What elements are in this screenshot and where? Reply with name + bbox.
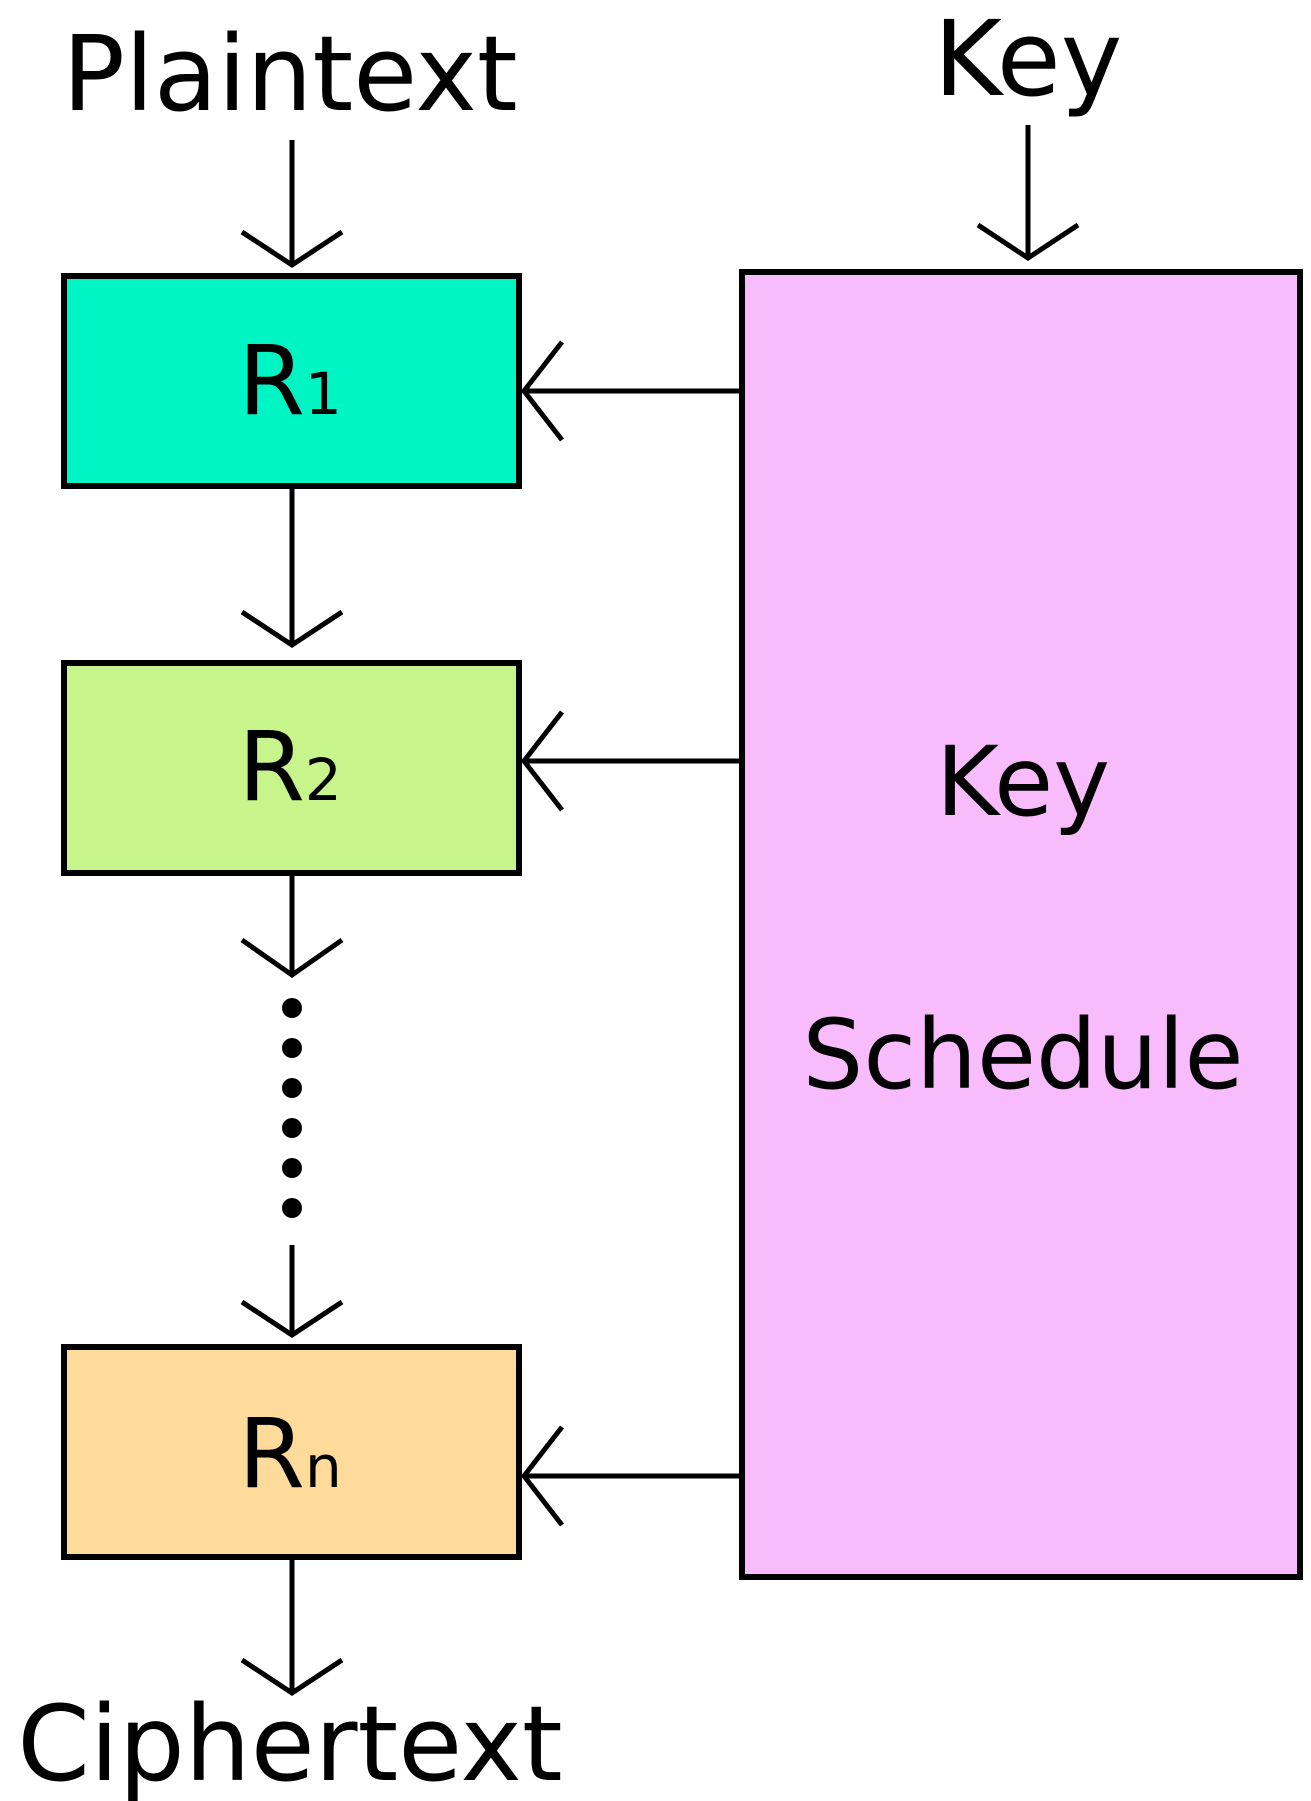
round-2-subscript: 2 bbox=[305, 746, 342, 814]
round-n-block: Rn bbox=[61, 1344, 522, 1560]
round-1-subscript: 1 bbox=[305, 360, 342, 428]
round-n-box bbox=[61, 1344, 522, 1560]
key-schedule-label-line1: Key bbox=[936, 726, 1110, 838]
round-2-to-ellipsis-arrow bbox=[240, 873, 344, 979]
round-n-label: Rn bbox=[238, 1398, 341, 1510]
key-schedule-block: Key Schedule bbox=[739, 269, 1303, 1580]
round-2-letter: R bbox=[238, 711, 305, 823]
key-input-arrow bbox=[976, 125, 1080, 261]
ellipsis-dot bbox=[282, 1078, 302, 1098]
ellipsis-dot bbox=[282, 1198, 302, 1218]
ellipsis-dot bbox=[282, 998, 302, 1018]
ellipsis-dot bbox=[282, 1158, 302, 1178]
round-n-subscript: n bbox=[305, 1433, 342, 1501]
subkey-arrow-round-1 bbox=[520, 340, 742, 442]
ciphertext-arrow bbox=[240, 1557, 344, 1696]
plaintext-label: Plaintext bbox=[62, 13, 517, 135]
ciphertext-label: Ciphertext bbox=[17, 1683, 562, 1801]
ellipsis-dot bbox=[282, 1038, 302, 1058]
round-1-letter: R bbox=[238, 325, 305, 437]
plaintext-arrow bbox=[240, 140, 344, 268]
ellipsis-dot bbox=[282, 1118, 302, 1138]
round-1-block: R1 bbox=[61, 273, 522, 489]
round-1-label: R1 bbox=[238, 325, 342, 437]
round-2-label: R2 bbox=[238, 711, 342, 823]
ellipsis-to-round-n-arrow bbox=[240, 1245, 344, 1338]
round-1-box bbox=[61, 273, 522, 489]
round-n-letter: R bbox=[238, 1398, 305, 1510]
round-1-to-2-arrow bbox=[240, 486, 344, 648]
key-schedule-label-line2: Schedule bbox=[802, 999, 1243, 1111]
subkey-arrow-round-n bbox=[520, 1425, 742, 1527]
key-schedule-box bbox=[739, 269, 1303, 1580]
subkey-arrow-round-2 bbox=[520, 710, 742, 812]
round-2-block: R2 bbox=[61, 660, 522, 876]
ellipsis-dots bbox=[282, 998, 302, 1218]
key-input-label: Key bbox=[934, 0, 1123, 120]
